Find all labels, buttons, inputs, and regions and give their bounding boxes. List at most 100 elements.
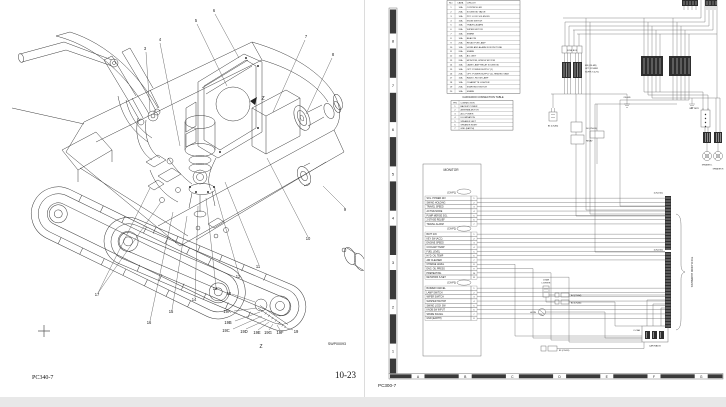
fuse-name: SPARE (467, 90, 475, 93)
fuse-name: OPT. POWER SUPPLY (1) (467, 69, 493, 71)
signal-name: SWING HOLDING (427, 202, 446, 204)
radio-conn: GND (EARTH) (461, 127, 475, 130)
radio-conn: ANTENNA MOTOR (461, 109, 480, 112)
grid-col-label: E (606, 375, 609, 379)
battery-cell-dots (704, 113, 707, 128)
grid-row-label: 3 (392, 260, 395, 265)
fuse-no: 20 (450, 91, 453, 93)
pin-number: 1 (473, 234, 475, 236)
callout-13: 13 (213, 286, 218, 291)
fuse-capa: 20A (459, 10, 463, 13)
signal-name: LAMP SWITCH (427, 291, 443, 294)
excavator-figure: 345678910111213141516171819A19B19C19D19E… (11, 8, 364, 381)
pin-number: 3 (473, 243, 475, 245)
fuse-no: 3 (450, 16, 452, 18)
radio-conn: SPEAKER LEFT (461, 120, 477, 123)
connector-pin-ticks (665, 197, 671, 327)
signal-name: HYD. OIL TEMP (427, 256, 444, 258)
fuse-capa: 20A (459, 50, 463, 53)
pin-number: 3 (473, 207, 475, 209)
fuse-capa: 10A (459, 81, 463, 84)
radio-pin: 3 (454, 113, 456, 115)
schematic-label: SPEAKER L (702, 164, 713, 167)
pin-number: 7 (473, 224, 475, 226)
radio-pin: PIN (453, 102, 457, 104)
schematic-label: M8 (CN-M8) (585, 65, 597, 67)
callout-11: 11 (256, 264, 261, 269)
pin-number: 4 (473, 211, 475, 213)
pin-number: 11 (473, 277, 476, 279)
signal-name: KNOB SW INPUT (427, 310, 446, 312)
signal-name: ENG. OIL PRESS (427, 269, 446, 271)
schematic-label: OPT. POWER (585, 68, 599, 70)
fuse-capa: CAPA. (457, 2, 464, 5)
fuse-no: 6 (450, 29, 452, 31)
fuse-no: 7 (450, 34, 452, 36)
connector-tag: (CN-P3) (447, 281, 456, 284)
detail-view-label: Z (259, 344, 262, 350)
schematic-label: (CN-K01) (654, 193, 664, 195)
callout-19A: 19A (223, 309, 231, 314)
radio-table-title: CAR RADIO CONNECTION TABLE (462, 95, 504, 99)
grid-col-label: G (700, 375, 703, 379)
schematic-label: B1 (CN-B1) (559, 350, 570, 352)
callout-7: 7 (305, 34, 308, 39)
fuse-name: CIGARETTE LIGHTER (467, 81, 490, 84)
signal-name: WASHER SWITCH (427, 300, 447, 303)
schematic-label: CAR RADIO (649, 345, 661, 348)
grid-col-label: D (558, 375, 561, 379)
fuse-capa: 10A (459, 90, 463, 93)
callout-16: 16 (147, 320, 152, 325)
radio-conn: SPEAKER RIGHT (461, 124, 479, 127)
schematic-label: D6 (CN-D6) (586, 128, 597, 130)
signal-name: NETWORK S-NET (427, 277, 447, 279)
signal-name: 2-STAGE RELIEF (427, 219, 446, 222)
fuse-name: BEACON (467, 37, 477, 40)
grid-row-label: 8 (392, 39, 395, 44)
callout-15: 15 (169, 309, 174, 314)
page-number: 10-23 (335, 370, 356, 380)
fuse-capa: 10A (459, 19, 463, 22)
pin-number: 2 (473, 292, 475, 294)
fuse-capa: 10A (459, 55, 463, 58)
radio-conn: ILLUMINATION (461, 116, 476, 119)
pin-number: 3 (473, 297, 475, 299)
fuse-capa: 20A (459, 86, 463, 89)
signal-name: ACTIVE MODE (427, 210, 443, 213)
fuse-capa: 20A (459, 59, 463, 62)
fuse-no: 17 (450, 78, 453, 80)
excavator-drawing (11, 31, 364, 331)
fuse-name: WIPER MOTOR (467, 29, 483, 31)
fuse-no: 14 (450, 64, 453, 66)
schematic-label: MONITOR (444, 168, 460, 172)
grid-row-label: 7 (392, 83, 395, 88)
fuse-no: NO. (449, 3, 453, 5)
grid-row-label: 5 (392, 171, 395, 176)
schematic-label: FUSE BOX (567, 50, 578, 52)
fuse-capa: 10A (459, 37, 463, 40)
pin-number: 6 (473, 220, 475, 222)
grid-row-label: 2 (392, 304, 395, 309)
fuse-no: 4 (450, 20, 452, 22)
fuse-no: 19 (450, 87, 453, 89)
callout-19G: 19G (264, 330, 272, 335)
fuse-no: 10 (450, 47, 453, 49)
fuse-name: SOLENOID VALVE (467, 10, 486, 13)
pin-number: 4 (473, 301, 475, 303)
fuse-capa: 10A (459, 46, 463, 49)
model-code-right: PC300-7 (378, 383, 397, 388)
radio-conn: BACKUP POWER (461, 105, 478, 108)
pin-number: 6 (473, 310, 475, 312)
callout-19: 19 (294, 329, 299, 334)
schematic-label: BATTERY (690, 107, 700, 110)
schematic-label: LIGHTER (542, 283, 551, 285)
grid-row-label: 4 (392, 216, 395, 221)
signal-name: ENGINE SPEED (427, 243, 445, 245)
fuse-capa: 10A (459, 77, 463, 80)
schematic-label: B6 (CN-B6) (548, 126, 559, 128)
fuse-capa: 20A (459, 41, 463, 44)
